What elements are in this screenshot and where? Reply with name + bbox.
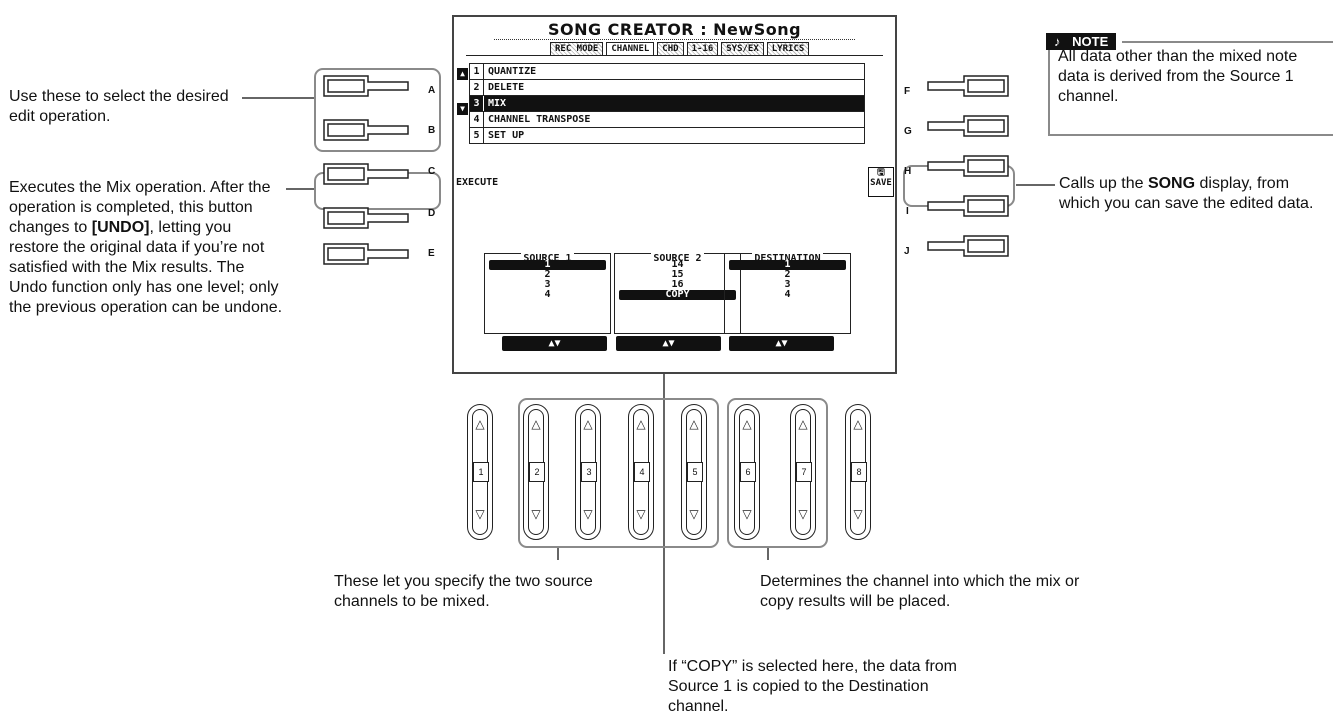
down-arrow-icon: ▽ (689, 507, 699, 521)
tab-chd[interactable]: CHD (657, 42, 684, 56)
number-button-1[interactable]: △1▽ (467, 404, 493, 540)
number-button-2[interactable]: △2▽ (523, 404, 549, 540)
up-arrow-icon: △ (636, 417, 646, 431)
number-button-7[interactable]: △7▽ (790, 404, 816, 540)
letter-b: B (428, 125, 436, 136)
tab-bar: REC MODE CHANNEL CHD 1-16 SYS/EX LYRICS (550, 42, 810, 56)
letter-i: I (906, 206, 909, 217)
buttons-2-5-highlight (518, 398, 719, 548)
tab-sys-ex[interactable]: SYS/EX (721, 42, 764, 56)
destination-spin-control[interactable]: ▲▼ (729, 336, 834, 351)
source2-item-copy[interactable]: COPY (619, 290, 736, 300)
note-box (1048, 41, 1333, 136)
down-arrow-icon: ▽ (531, 507, 541, 521)
letter-h: H (904, 166, 912, 177)
down-arrow-icon: ▽ (798, 507, 808, 521)
down-arrow-icon: ▽ (636, 507, 646, 521)
letter-f: F (904, 86, 911, 97)
down-arrow-icon: ▽ (475, 507, 485, 521)
down-arrow-icon: ▽ (853, 507, 863, 521)
copy-caption: If “COPY” is selected here, the data fro… (668, 658, 958, 715)
buttons-6-7-highlight (727, 398, 828, 548)
destination-item[interactable]: 1 (729, 260, 846, 270)
destination-item[interactable]: 3 (784, 279, 791, 290)
source1-list: SOURCE 1 1 2 3 4 (484, 253, 611, 334)
tab-lyrics[interactable]: LYRICS (766, 42, 810, 56)
source1-item[interactable]: 2 (544, 269, 551, 280)
up-arrow-icon: △ (798, 417, 808, 431)
lcd-screen: SONG CREATOR : NewSong REC MODE CHANNEL … (452, 15, 897, 374)
destination-list: DESTINATION 1 2 3 4 (724, 253, 851, 334)
down-arrow-icon: ▽ (583, 507, 593, 521)
note-tag: ♪ NOTE (1040, 33, 1123, 50)
number-button-5[interactable]: △5▽ (681, 404, 707, 540)
save-button[interactable]: 🖫SAVE (868, 167, 894, 197)
up-arrow-icon: △ (475, 417, 485, 431)
up-arrow-icon: △ (853, 417, 863, 431)
letter-d: D (428, 208, 436, 219)
scroll-down-icon[interactable]: ▼ (457, 103, 468, 115)
execute-caption: Executes the Mix operation. After the op… (9, 179, 283, 316)
up-arrow-icon: △ (742, 417, 752, 431)
destination-item[interactable]: 4 (784, 289, 791, 300)
source-channels-caption: These let you specify the two source cha… (334, 573, 593, 610)
left-panel-buttons (323, 75, 409, 229)
screen-title: SONG CREATOR : NewSong (547, 20, 802, 39)
down-arrow-icon: ▽ (742, 507, 752, 521)
song-display-caption: Calls up the SONG display, from which yo… (1059, 175, 1314, 212)
source1-spin-control[interactable]: ▲▼ (502, 336, 607, 351)
tab-channel[interactable]: CHANNEL (606, 42, 655, 56)
number-button-6[interactable]: △6▽ (734, 404, 760, 540)
tab-1-16[interactable]: 1-16 (686, 42, 719, 56)
number-button-4[interactable]: △4▽ (628, 404, 654, 540)
letter-a: A (428, 85, 436, 96)
floppy-disk-icon: 🖫 (877, 168, 885, 178)
left-panel-button-e (323, 243, 409, 265)
source2-spin-control[interactable]: ▲▼ (616, 336, 721, 351)
source1-item[interactable]: 4 (544, 289, 551, 300)
destination-caption: Determines the channel into which the mi… (760, 573, 1080, 610)
source1-item[interactable]: 1 (489, 260, 606, 270)
up-arrow-icon: △ (689, 417, 699, 431)
up-arrow-icon: △ (531, 417, 541, 431)
scroll-up-icon[interactable]: ▲ (457, 68, 468, 80)
note-text: All data other than the mixed note data … (1058, 48, 1298, 105)
right-panel-buttons (927, 75, 1009, 257)
tab-rec-mode[interactable]: REC MODE (550, 42, 604, 56)
letter-j: J (904, 246, 910, 257)
source2-item[interactable]: 16 (671, 279, 684, 290)
select-operation-caption: Use these to select the desired edit ope… (9, 88, 229, 125)
letter-e: E (428, 248, 435, 259)
source2-list: SOURCE 2 14 15 16 COPY (614, 253, 741, 334)
source1-item[interactable]: 3 (544, 279, 551, 290)
source2-item[interactable]: 15 (671, 269, 684, 280)
number-button-3[interactable]: △3▽ (575, 404, 601, 540)
number-button-8[interactable]: △8▽ (845, 404, 871, 540)
buttons-ab-highlight (314, 68, 441, 152)
letter-g: G (904, 126, 912, 137)
execute-button[interactable]: EXECUTE (456, 177, 499, 188)
music-note-icon: ♪ (1050, 33, 1069, 50)
up-arrow-icon: △ (583, 417, 593, 431)
destination-item[interactable]: 2 (784, 269, 791, 280)
letter-c: C (428, 166, 436, 177)
source2-item[interactable]: 14 (671, 259, 684, 270)
